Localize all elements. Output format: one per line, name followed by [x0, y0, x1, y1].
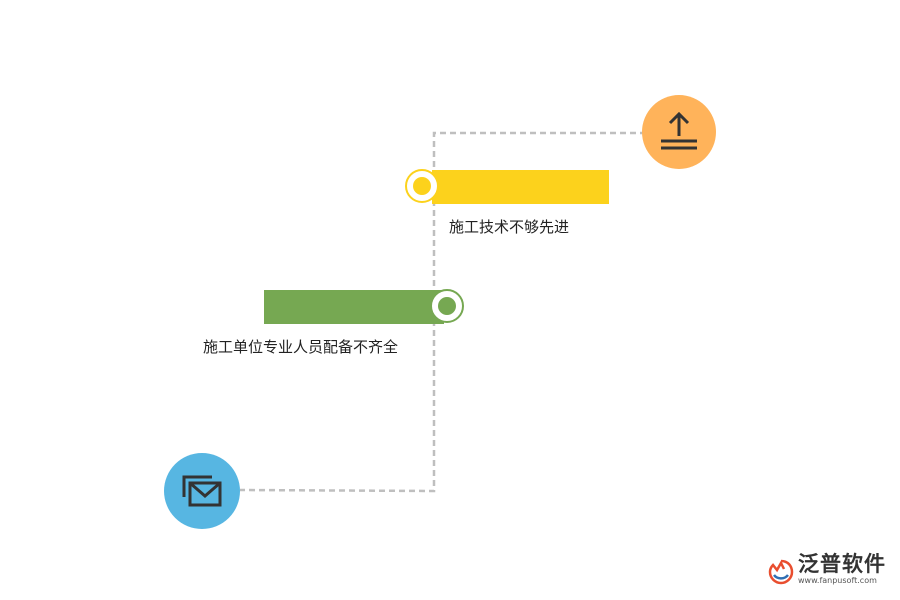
item-marker-1 [405, 169, 439, 203]
item-marker-2-dot [438, 297, 456, 315]
upload-circle [642, 95, 716, 169]
item-bar-2 [264, 290, 444, 324]
item-label-1: 施工技术不够先进 [449, 218, 570, 236]
brand-logo: 泛普软件 www.fanpusoft.com [768, 554, 886, 585]
logo-url: www.fanpusoft.com [798, 576, 877, 585]
envelopes-icon [182, 475, 222, 507]
item-marker-2 [430, 289, 464, 323]
envelopes-circle [164, 453, 240, 529]
logo-mark-icon [768, 559, 794, 585]
item-label-2: 施工单位专业人员配备不齐全 [203, 338, 399, 356]
item-bar-1 [432, 170, 609, 204]
connector-main [239, 200, 436, 493]
item-marker-1-dot [413, 177, 431, 195]
logo-name: 泛普软件 [798, 552, 886, 576]
connector-top [432, 131, 644, 187]
upload-icon [661, 111, 697, 150]
